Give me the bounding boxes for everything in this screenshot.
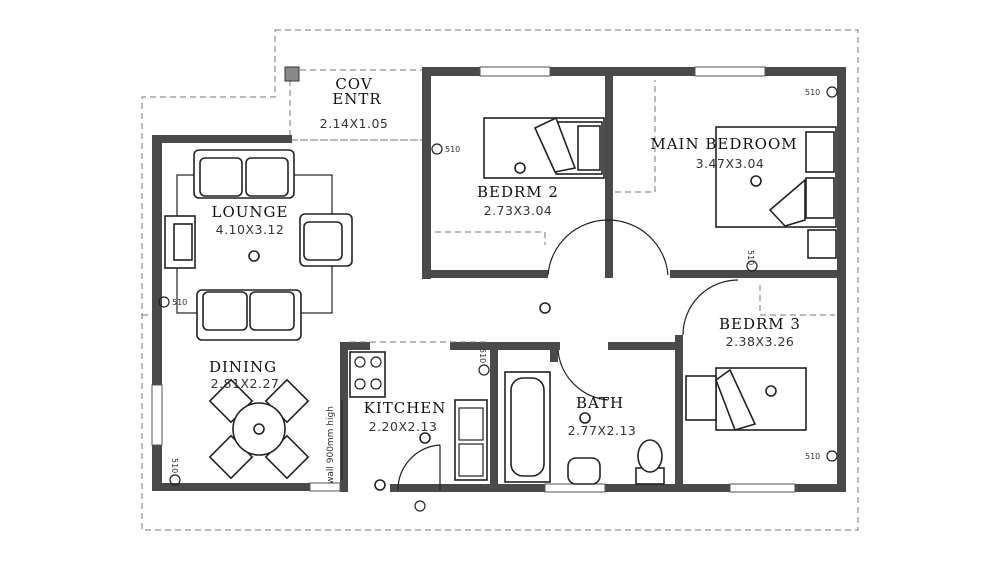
room-dims-bedrm3: 2.38X3.26 xyxy=(726,334,795,349)
dining-table xyxy=(208,378,310,480)
doors xyxy=(397,219,739,491)
lounge-furniture xyxy=(164,149,353,341)
room-dims-dining: 2.81X2.27 xyxy=(211,376,280,391)
main-bedroom-bed xyxy=(715,126,837,259)
bedrm3-bed xyxy=(685,367,807,431)
light-markers xyxy=(248,162,777,491)
bath-fixtures xyxy=(504,371,665,485)
tag-510: 510 xyxy=(805,452,820,461)
room-name-cov: COV xyxy=(335,75,373,93)
kitchen-fixtures xyxy=(341,351,488,481)
dashed-interior-lines xyxy=(292,80,835,343)
room-name-bedrm2: BEDRM 2 xyxy=(477,183,559,201)
room-name-entr: ENTR xyxy=(332,90,381,108)
tag-510: 510 xyxy=(172,298,187,307)
room-labels: COV ENTR 2.14X1.05 LOUNGE 4.10X3.12 BEDR… xyxy=(209,75,801,438)
tag-510: 510 xyxy=(170,458,179,473)
wall-height-note: wall 900mm high xyxy=(326,406,336,484)
tag-510: 510 xyxy=(805,88,820,97)
windows xyxy=(151,66,796,493)
room-name-main-bedroom: MAIN BEDROOM xyxy=(650,135,797,153)
room-dims-bedrm2: 2.73X3.04 xyxy=(484,203,553,218)
entrance-marker xyxy=(414,500,426,512)
tag-510: 510 xyxy=(746,250,755,265)
room-dims-kitchen: 2.20X2.13 xyxy=(369,419,438,434)
column-post xyxy=(284,66,300,82)
bedrm2-bed xyxy=(483,116,605,179)
tag-510: 510 xyxy=(478,348,487,363)
room-name-dining: DINING xyxy=(209,358,277,376)
room-dims-bath: 2.77X2.13 xyxy=(568,423,637,438)
room-name-lounge: LOUNGE xyxy=(212,203,289,221)
room-name-bedrm3: BEDRM 3 xyxy=(719,315,801,333)
room-name-bath: BATH xyxy=(576,394,624,412)
room-dims-main-bedroom: 3.47X3.04 xyxy=(696,156,765,171)
walls xyxy=(152,67,846,492)
room-dims-cov-entr: 2.14X1.05 xyxy=(320,116,389,131)
room-dims-lounge: 4.10X3.12 xyxy=(216,222,285,237)
room-name-kitchen: KITCHEN xyxy=(364,399,447,417)
tag-markers: 510 510 510 510 510 510 510 xyxy=(158,86,838,486)
tag-510: 510 xyxy=(445,145,460,154)
